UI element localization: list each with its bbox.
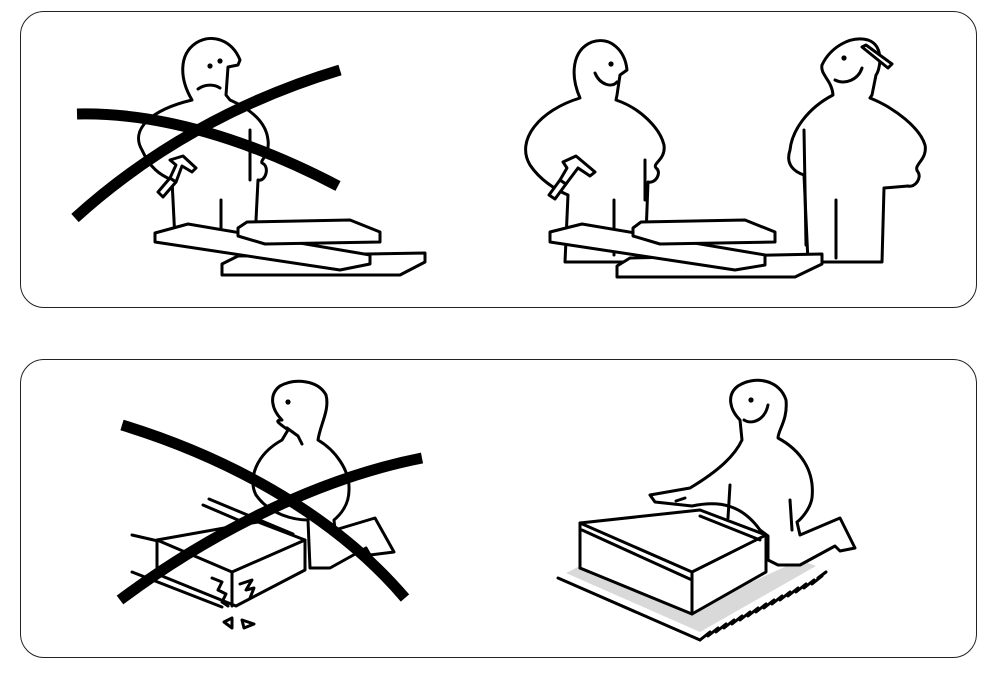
person-with-pencil-smiling: [787, 37, 927, 264]
pencil-icon: [860, 43, 894, 70]
panel-board-cracked: [130, 497, 307, 630]
hammer-icon: [547, 154, 597, 201]
boards-pile: [548, 218, 824, 279]
person-kneeling-smiling: [648, 378, 857, 567]
person-kneeling-worried: [251, 379, 396, 570]
rug: [556, 560, 828, 642]
person-alone-sad: [137, 37, 270, 242]
x-cross-icon: [71, 64, 342, 223]
x-cross-icon: [116, 419, 424, 605]
panel-board-on-rug: [578, 508, 768, 616]
person-with-hammer-smiling: [524, 39, 666, 264]
boards-pile: [153, 218, 427, 277]
panel-protect-floor: [20, 359, 977, 658]
hammer-icon: [156, 154, 198, 199]
